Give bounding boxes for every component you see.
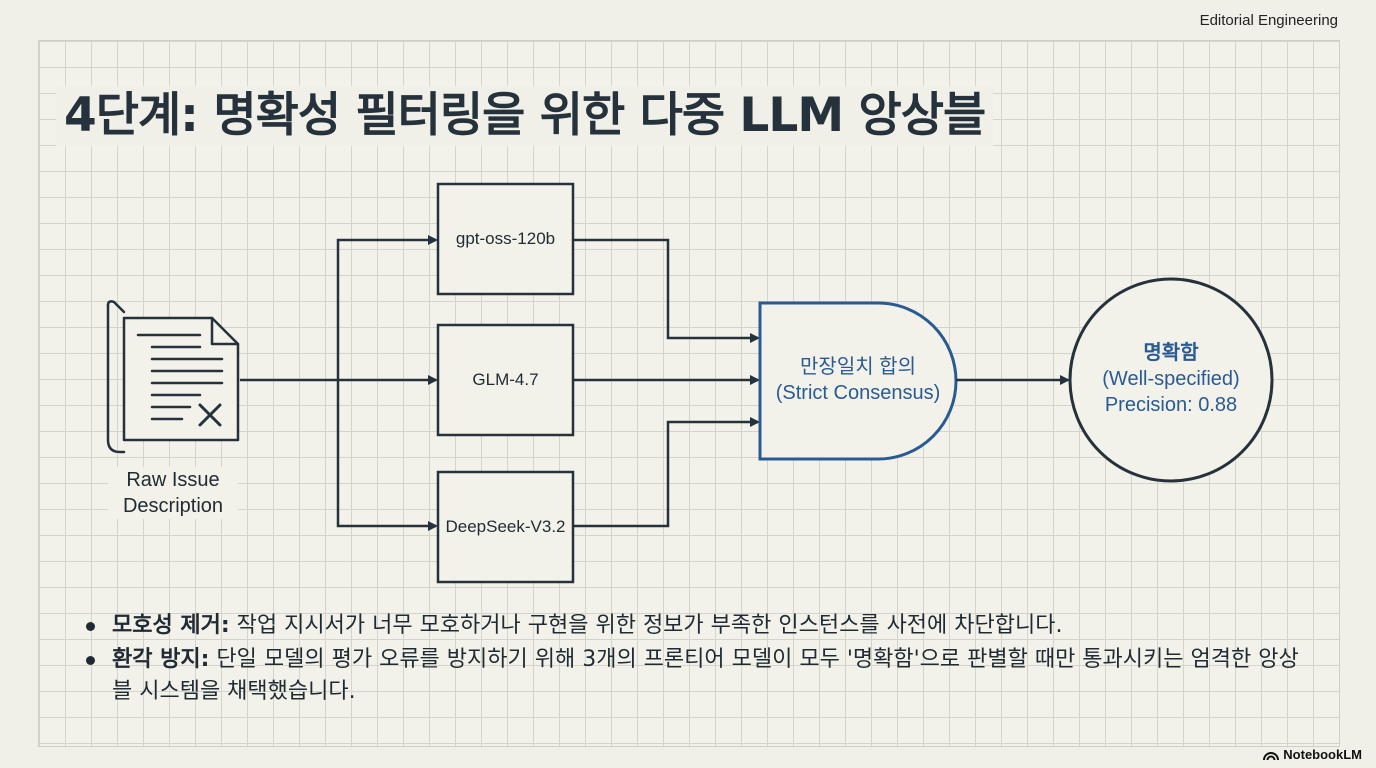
result-circle <box>1068 277 1274 483</box>
bullet-item: 환각 방지: 단일 모델의 평가 오류를 방지하기 위해 3개의 프론티어 모델… <box>80 644 1300 708</box>
result-label: 명확함 (Well-specified) Precision: 0.88 <box>1071 340 1271 418</box>
page-title: 4단계: 명확성 필터링을 위한 다중 LLM 앙상블 <box>56 86 994 147</box>
bullet-heading: 환각 방지: <box>112 647 210 672</box>
model-label-glm: GLM-4.7 <box>472 370 539 389</box>
consensus-label-line2: (Strict Consensus) <box>775 382 941 404</box>
model-box-gpt-oss <box>436 182 575 296</box>
bullet-dot-icon <box>86 622 95 631</box>
model-label-gpt-oss: gpt-oss-120b <box>455 229 556 248</box>
bullet-text: 단일 모델의 평가 오류를 방지하기 위해 3개의 프론티어 모델이 모두 '명… <box>112 647 1299 704</box>
consensus-gate <box>758 301 958 461</box>
brand-label: Editorial Engineering <box>1199 12 1338 29</box>
result-label-line2: (Well-specified) <box>1102 368 1240 390</box>
input-label-line2: Description <box>122 495 224 517</box>
notebooklm-logo: NotebookLM <box>1263 747 1362 762</box>
notebooklm-label: NotebookLM <box>1283 747 1362 762</box>
result-label-line1: 명확함 <box>1143 342 1199 364</box>
bullet-heading: 모호성 제거: <box>112 613 230 638</box>
consensus-label: 만장일치 합의 (Strict Consensus) <box>760 354 956 406</box>
bullet-list: 모호성 제거: 작업 지시서가 너무 모호하거나 구현을 위한 정보가 부족한 … <box>80 610 1300 710</box>
input-label-line1: Raw Issue <box>126 469 220 491</box>
bullet-dot-icon <box>86 656 95 665</box>
input-label: Raw Issue Description <box>108 467 238 519</box>
model-box-glm <box>436 323 575 437</box>
model-connectors <box>573 238 760 528</box>
notebooklm-icon <box>1263 751 1280 760</box>
consensus-label-line1: 만장일치 합의 <box>800 356 916 378</box>
model-label-deepseek: DeepSeek-V3.2 <box>445 517 566 536</box>
result-label-line3: Precision: 0.88 <box>1104 394 1238 416</box>
bullet-item: 모호성 제거: 작업 지시서가 너무 모호하거나 구현을 위한 정보가 부족한 … <box>80 610 1300 642</box>
document-x-icon <box>106 300 240 454</box>
input-connectors <box>240 235 438 531</box>
bullet-text: 작업 지시서가 너무 모호하거나 구현을 위한 정보가 부족한 인스턴스를 사전… <box>229 613 1063 638</box>
